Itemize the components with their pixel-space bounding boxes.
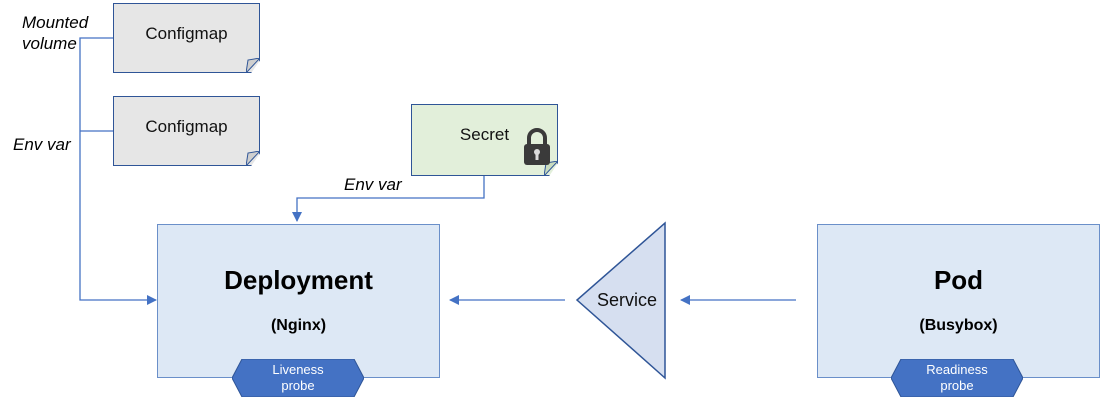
deployment-subtitle: (Nginx): [270, 317, 327, 334]
deployment-title: Deployment: [224, 265, 373, 295]
env-var-label-secret: Env var: [344, 175, 402, 194]
env-var-label-configmap: Env var: [13, 135, 71, 154]
secret-label: Secret: [459, 125, 510, 144]
env-var-connector-secret: [292, 176, 485, 222]
deployment-box: Deployment (Nginx): [157, 224, 440, 378]
liveness-probe-label: Liveness probe: [272, 362, 324, 393]
liveness-probe-badge: Liveness probe: [232, 359, 364, 397]
hexagon-shape: [232, 359, 364, 397]
service-label: Service: [597, 290, 658, 310]
readiness-probe-label: Readiness probe: [926, 362, 988, 393]
pod-subtitle: (Busybox): [919, 317, 998, 334]
service-triangle: [575, 221, 666, 380]
configmap-note-1: Configmap: [113, 3, 260, 73]
mounted-volume-label: Mounted volume: [22, 13, 89, 53]
mounted-volume-connector: [79, 37, 157, 305]
hexagon-shape: [891, 359, 1023, 397]
note-fold-icon: [246, 58, 260, 73]
note-fold-icon: [246, 151, 260, 166]
configmap-label: Configmap: [145, 24, 228, 43]
configmap-note-2: Configmap: [113, 96, 260, 166]
pod-box: Pod (Busybox): [817, 224, 1100, 378]
pod-title: Pod: [933, 265, 984, 295]
lock-icon: [524, 128, 550, 165]
readiness-probe-badge: Readiness probe: [891, 359, 1023, 397]
configmap-label: Configmap: [145, 117, 228, 136]
